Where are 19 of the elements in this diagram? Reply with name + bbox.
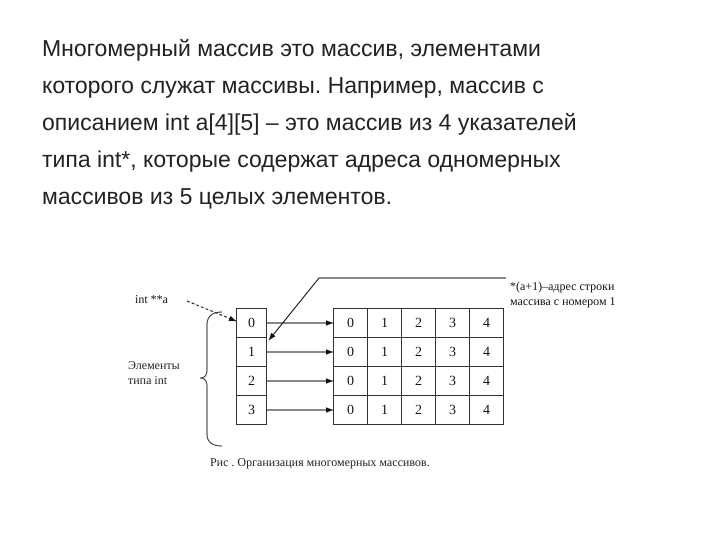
annotation-text: Элементы типа int [128, 358, 181, 388]
annotation-text: *(a+1)–адрес строки массива с номером 1 [510, 270, 620, 318]
array-cell: 0 [333, 395, 368, 425]
array-cell: 0 [333, 308, 368, 338]
array-cell: 4 [469, 308, 504, 338]
annotation-text: int **a [135, 290, 195, 308]
array-cell: 1 [236, 337, 267, 367]
array-cell: 2 [236, 366, 267, 396]
array-cell: 3 [236, 395, 267, 425]
paragraph-text: Многомерный массив это массив, элементами которого служат массивы. Например, массив с описанием int a[4][5] – это массив из 4 указателей типа int*, которые содержат адреса одномерных массивов из 5 целых элементов. [42, 34, 578, 211]
array-cell: 0 [236, 308, 267, 338]
arrow [266, 320, 334, 326]
arrow [266, 407, 334, 413]
arrow [186, 300, 236, 322]
array-cell: 4 [469, 395, 504, 425]
figure-caption: Рис . Организация многомерных массивов. [210, 455, 430, 470]
arrow [266, 378, 334, 384]
arrow [268, 278, 506, 340]
arrow [266, 349, 334, 355]
